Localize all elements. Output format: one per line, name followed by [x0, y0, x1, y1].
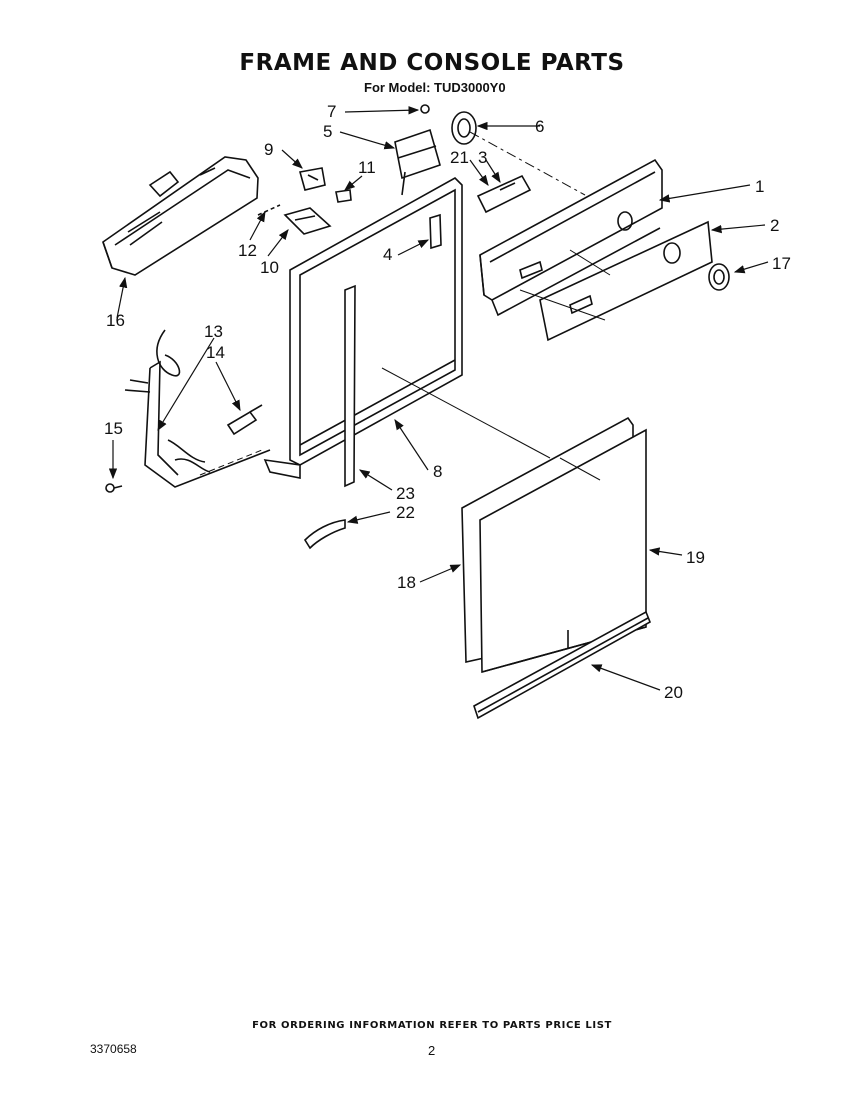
callout-23: 23: [396, 484, 415, 503]
page-number: 2: [428, 1043, 436, 1058]
page-title: FRAME AND CONSOLE PARTS: [239, 50, 625, 76]
part-16-cover: [102, 156, 259, 276]
callout-15: 15: [104, 419, 123, 438]
part-10-bracket: [283, 207, 332, 235]
callout-3: 3: [478, 148, 487, 167]
callout-22: 22: [396, 503, 415, 522]
callout-12: 12: [238, 241, 257, 260]
document-number: 3370658: [90, 1042, 137, 1056]
callout-18: 18: [397, 573, 416, 592]
part-7-screw: [420, 104, 430, 114]
part-20-trim-strip: [473, 610, 652, 720]
part-6-knob-housing: [451, 111, 477, 145]
callout-6: 6: [535, 117, 544, 136]
part-9-clip: [298, 167, 326, 191]
part-14-connector: [226, 404, 263, 436]
callout-labels: 1 2 3 4 5 6 7 8 9 10 11 12 13 14 15 16 1…: [104, 102, 791, 702]
callout-9: 9: [264, 140, 273, 159]
callout-20: 20: [664, 683, 683, 702]
callout-13: 13: [204, 322, 223, 341]
part-22-clip: [303, 519, 346, 550]
callout-1: 1: [755, 177, 764, 196]
callout-16: 16: [106, 311, 125, 330]
callout-10: 10: [260, 258, 279, 277]
part-23-strip: [344, 284, 356, 488]
part-3-latch: [476, 174, 532, 214]
callout-5: 5: [323, 122, 332, 141]
callout-17: 17: [772, 254, 791, 273]
part-12-pin: [257, 204, 281, 216]
explode-lines: [199, 131, 611, 481]
part-19-outer-panel: [479, 428, 647, 674]
part-2-control-panel: [539, 220, 713, 342]
part-11-clip: [335, 189, 352, 203]
leader-lines: [108, 106, 769, 691]
callout-2: 2: [770, 216, 779, 235]
part-4-latch: [429, 213, 442, 250]
part-8-door-frame: [263, 177, 463, 479]
callout-8: 8: [433, 462, 442, 481]
part-15-screw: [105, 483, 123, 493]
callout-7: 7: [327, 102, 336, 121]
callout-4: 4: [383, 245, 392, 264]
part-13-wire-harness: [124, 329, 271, 488]
part-17-knob: [708, 263, 730, 291]
callout-21: 21: [450, 148, 469, 167]
part-5-switch-assembly: [394, 128, 441, 196]
ordering-note: FOR ORDERING INFORMATION REFER TO PARTS …: [252, 1020, 612, 1031]
callout-11: 11: [358, 158, 376, 177]
model-subtitle: For Model: TUD3000Y0: [364, 80, 506, 95]
callout-19: 19: [686, 548, 705, 567]
callout-14: 14: [206, 343, 225, 362]
part-1-console: [479, 158, 663, 317]
